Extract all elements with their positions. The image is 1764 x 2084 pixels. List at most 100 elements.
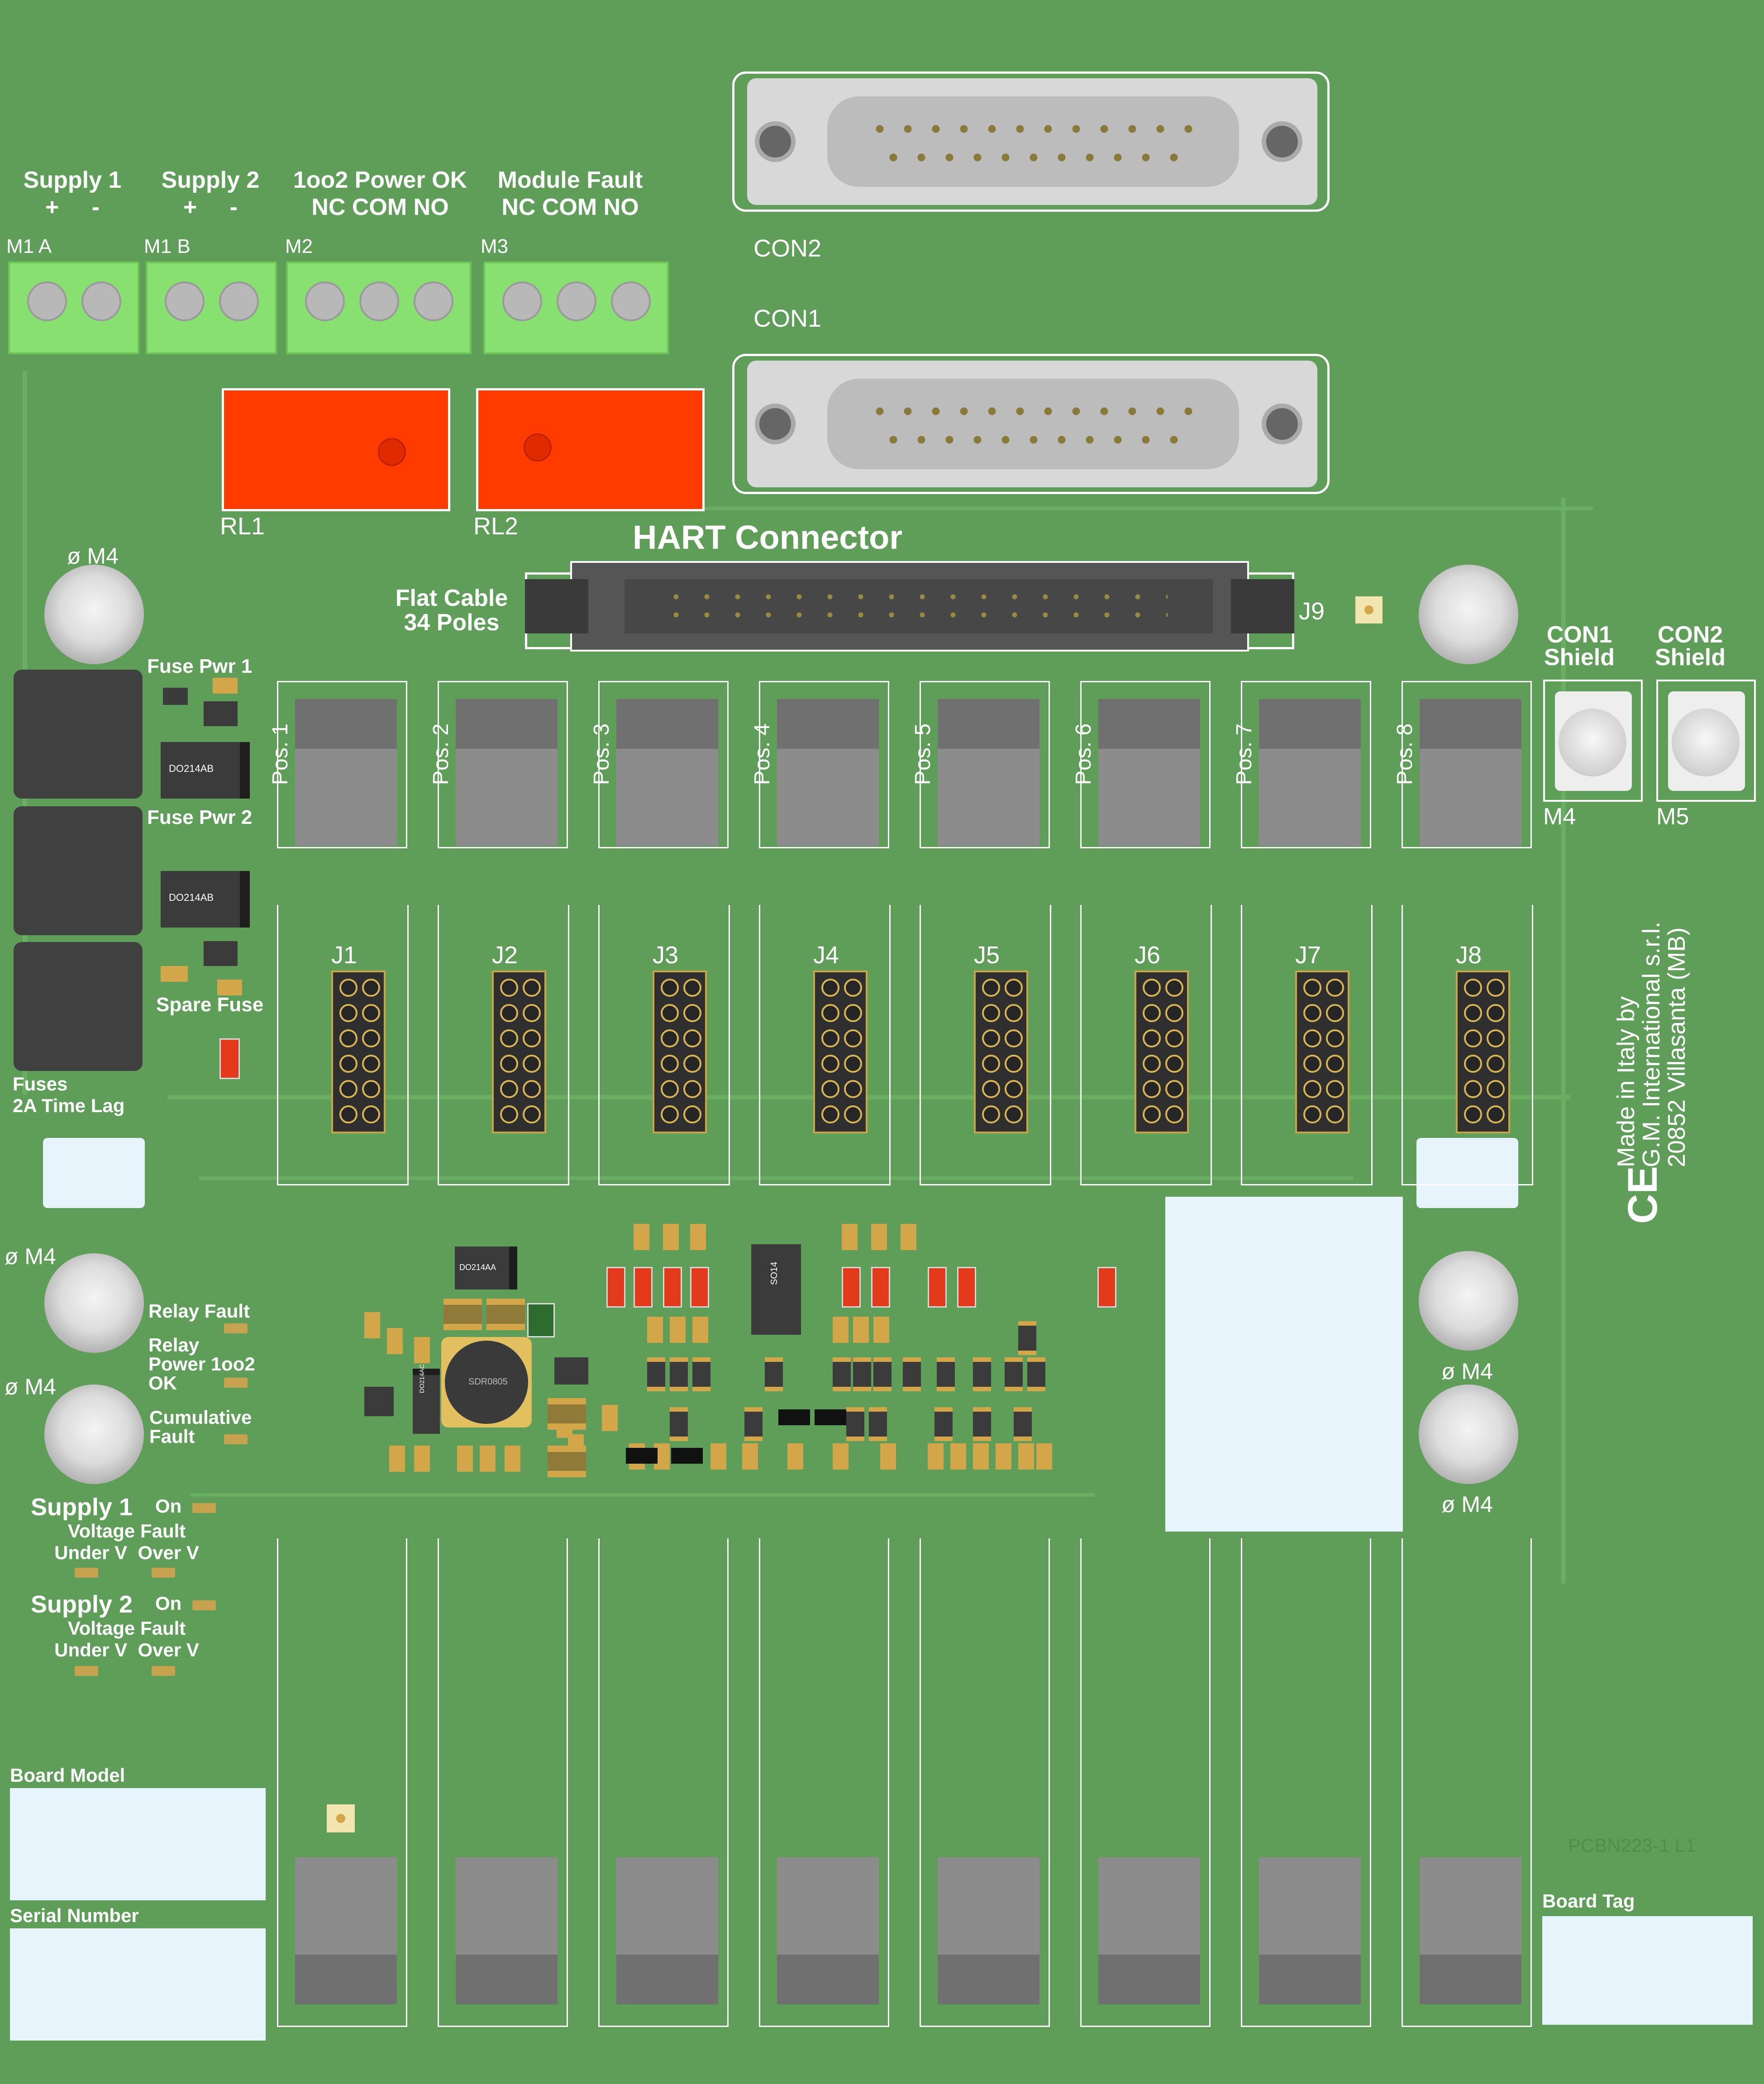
contact-block (938, 1857, 1039, 2004)
contact-block (1259, 1857, 1361, 2004)
smd-chip (1014, 1407, 1032, 1441)
terminal-screw (219, 281, 259, 321)
smd-chip (873, 1357, 892, 1391)
pin-header[interactable] (331, 971, 386, 1133)
smd-chip (934, 1407, 953, 1441)
fuse-holder (14, 942, 143, 1071)
shield-terminal-m5[interactable] (1656, 680, 1756, 802)
smd-resistor (457, 1446, 473, 1472)
mounting-hole (44, 1385, 144, 1484)
board-tag-box[interactable] (1542, 1916, 1753, 2025)
smd-resistor (873, 1317, 889, 1343)
terminal-block-module-fault[interactable] (483, 262, 669, 354)
supply1-status: Supply 1 (31, 1494, 133, 1521)
terminal-block-supply2[interactable] (146, 262, 277, 354)
smd-resistor (663, 1224, 679, 1250)
capacitor (548, 1398, 586, 1430)
supply2-voltage-fault: Voltage Fault Under V Over V (54, 1618, 199, 1661)
board-model-label: Board Model (10, 1765, 125, 1786)
slot-guide (1050, 905, 1051, 1185)
smd-resistor (692, 1317, 708, 1343)
terminal-label-supply2: Supply 2 + - (161, 167, 260, 220)
smd-resistor (710, 1443, 726, 1470)
shield-ref: M4 (1543, 804, 1576, 830)
slot-guide (729, 905, 730, 1185)
terminal-screw (305, 281, 345, 321)
smd-resistor (387, 1328, 403, 1354)
header-label: J2 (492, 942, 518, 969)
header-label: J3 (653, 942, 679, 969)
slot-guide (1241, 905, 1242, 1185)
dsub-connector-con1[interactable] (732, 354, 1330, 494)
test-pad (1355, 596, 1383, 623)
pin-header[interactable] (492, 971, 546, 1133)
contact-block (1098, 699, 1200, 846)
supply1-on: On (155, 1495, 182, 1517)
pin-header[interactable] (813, 971, 868, 1133)
led (75, 1568, 98, 1578)
position-label: Pos. 3 (590, 723, 614, 785)
position-label: Pos. 7 (1232, 723, 1256, 785)
trace (199, 1176, 1353, 1189)
led (224, 1434, 248, 1444)
contact-block (1420, 1857, 1521, 2004)
smd-chip (527, 1303, 555, 1337)
terminal-label-power-ok: 1oo2 Power OK NC COM NO (293, 167, 467, 220)
smd-chip (671, 1448, 703, 1464)
diode-do214ac: DO214AC (413, 1364, 440, 1434)
smd-resistor (670, 1317, 686, 1343)
contact-block (777, 699, 879, 846)
smd-fuse (957, 1267, 976, 1308)
header-label: J4 (813, 942, 839, 969)
smd-resistor (414, 1337, 430, 1363)
slot-guide (1402, 1184, 1533, 1185)
smd-fuse (690, 1267, 709, 1308)
smd-chip (778, 1409, 810, 1425)
smd-resistor (505, 1446, 520, 1472)
hart-connector[interactable] (525, 561, 1294, 652)
shield-terminal-m4[interactable] (1543, 680, 1643, 802)
shield-label-con1: CON1 Shield (1544, 622, 1615, 671)
smd-resistor (787, 1443, 803, 1470)
terminal-label-supply1: Supply 1 + - (23, 167, 122, 220)
mounting-hole (1419, 1251, 1518, 1351)
slot-guide (277, 905, 278, 1185)
slot-guide (889, 905, 891, 1185)
pin-header[interactable] (653, 971, 707, 1133)
slot-frame-top (920, 681, 1050, 848)
smd-chip (692, 1357, 710, 1391)
label-sticker (43, 1138, 145, 1208)
terminal-block-power-ok[interactable] (286, 262, 472, 354)
terminal-screw (414, 281, 453, 321)
smd-chip (833, 1357, 851, 1391)
pin-header[interactable] (974, 971, 1028, 1133)
serial-number-box[interactable] (10, 1928, 266, 2041)
smd-chip (744, 1407, 763, 1441)
dsub-connector-con2[interactable] (732, 71, 1330, 212)
terminal-label-module-fault: Module Fault NC COM NO (497, 167, 643, 220)
diode-do214ab: DO214AB (161, 871, 250, 928)
slot-frame-top (1241, 681, 1371, 848)
smd-chip (670, 1357, 688, 1391)
contact-block (295, 1857, 397, 2004)
mount-label: ø M4 (5, 1374, 56, 1399)
pin-header[interactable] (1456, 971, 1510, 1133)
board-model-box[interactable] (10, 1788, 266, 1900)
pin-header[interactable] (1295, 971, 1349, 1133)
terminal-screw (557, 281, 596, 321)
terminal-screw (165, 281, 205, 321)
pin-header[interactable] (1135, 971, 1189, 1133)
terminal-ref: M1 A (6, 235, 52, 257)
label-sticker-large (1165, 1197, 1403, 1532)
led (152, 1568, 175, 1578)
header-label: J5 (974, 942, 1000, 969)
led (152, 1666, 175, 1676)
smd-resistor (217, 980, 242, 995)
slot-guide (759, 1184, 891, 1185)
terminal-block-supply1[interactable] (8, 262, 139, 354)
smd-resistor (871, 1224, 887, 1250)
led (75, 1666, 98, 1676)
trace (1561, 498, 1570, 1584)
capacitor (486, 1299, 525, 1330)
mounting-hole (44, 1253, 144, 1353)
